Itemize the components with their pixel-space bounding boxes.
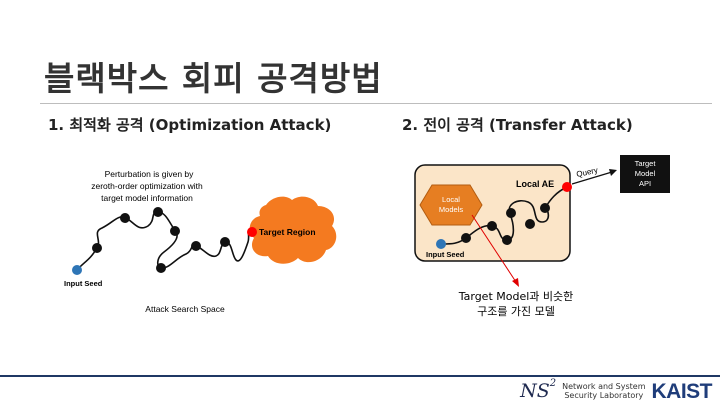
lab-logo-superscript: 2 <box>549 378 557 390</box>
input-seed-label: Input Seed <box>426 250 465 259</box>
transfer-target-dot <box>562 182 572 192</box>
local-models-label-line2: Models <box>439 205 463 214</box>
optimization-path-line <box>76 211 253 271</box>
input-seed-dot <box>72 265 82 275</box>
annotation-note-line2: 구조를 가진 모델 <box>477 305 555 318</box>
transfer-path-node <box>525 219 535 229</box>
section-heading-transfer: 2. 전이 공격 (Transfer Attack) <box>402 116 633 134</box>
transfer-path-node <box>506 208 516 218</box>
target-model-api-line1: Target <box>635 159 657 168</box>
lab-name-line2: Security Laboratory <box>564 391 644 400</box>
input-seed-label: Input Seed <box>64 279 103 288</box>
annotation-arrow <box>471 214 517 283</box>
perturbation-caption-line3: target model information <box>101 193 193 203</box>
optimization-path-node <box>170 226 180 236</box>
target-model-api-line3: API <box>639 179 651 188</box>
transfer-path-node <box>540 203 550 213</box>
perturbation-caption-line2: zeroth-order optimization with <box>91 181 203 191</box>
local-models-hexagon <box>419 184 483 226</box>
lab-logo-text: NS <box>520 379 550 402</box>
query-arrow-head <box>609 169 617 176</box>
lab-logo: NS2 <box>520 379 556 402</box>
transfer-path-node <box>461 233 471 243</box>
attack-search-space-label: Attack Search Space <box>145 304 225 314</box>
perturbation-caption-line1: Perturbation is given by <box>105 169 195 179</box>
optimization-path-node <box>191 241 201 251</box>
optimization-path-node <box>153 207 163 217</box>
target-dot <box>247 227 257 237</box>
section-heading-optimization: 1. 최적화 공격 (Optimization Attack) <box>48 116 332 134</box>
target-region-label: Target Region <box>259 227 316 237</box>
query-label: Query <box>576 166 599 179</box>
kaist-logo: KAIST <box>651 379 713 403</box>
input-seed-dot <box>436 239 446 249</box>
footer-logos: NS2 Network and System Security Laborato… <box>520 379 713 403</box>
page-title: 블랙박스 회피 공격방법 <box>44 59 383 98</box>
optimization-path-node <box>220 237 230 247</box>
target-model-api-box <box>620 155 670 193</box>
transfer-path-node <box>487 221 497 231</box>
title-divider <box>40 103 712 104</box>
query-arrow <box>571 171 613 185</box>
optimization-path-node <box>120 213 130 223</box>
optimization-path-node <box>156 263 166 273</box>
target-model-api-line2: Model <box>635 169 656 178</box>
transfer-path-node <box>502 235 512 245</box>
lab-name: Network and System Security Laboratory <box>562 382 645 400</box>
annotation-arrow-head <box>512 278 519 287</box>
footer-divider <box>0 375 720 377</box>
annotation-note-line1: Target Model과 비슷한 <box>458 290 574 303</box>
target-region-blob <box>249 196 337 264</box>
lab-name-line1: Network and System <box>562 382 646 391</box>
local-models-label-line1: Local <box>442 195 460 204</box>
local-ae-label: Local AE <box>516 179 554 189</box>
optimization-path-node <box>92 243 102 253</box>
